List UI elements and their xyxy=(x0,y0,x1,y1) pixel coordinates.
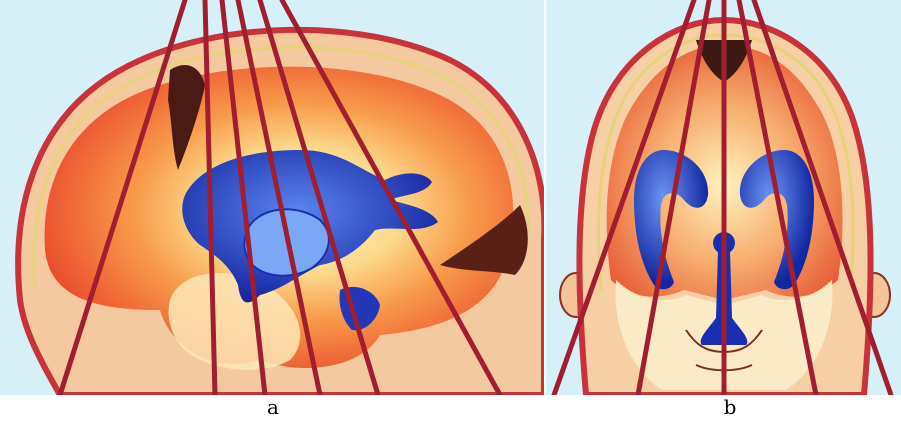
panel-b-frontal-view xyxy=(546,0,901,395)
panel-a-lateral-view xyxy=(0,0,544,395)
panel-a-caption: a xyxy=(253,396,293,418)
lateral-head-illustration xyxy=(0,0,544,395)
frontal-head-illustration xyxy=(546,0,901,395)
panel-b-caption: b xyxy=(710,396,750,418)
